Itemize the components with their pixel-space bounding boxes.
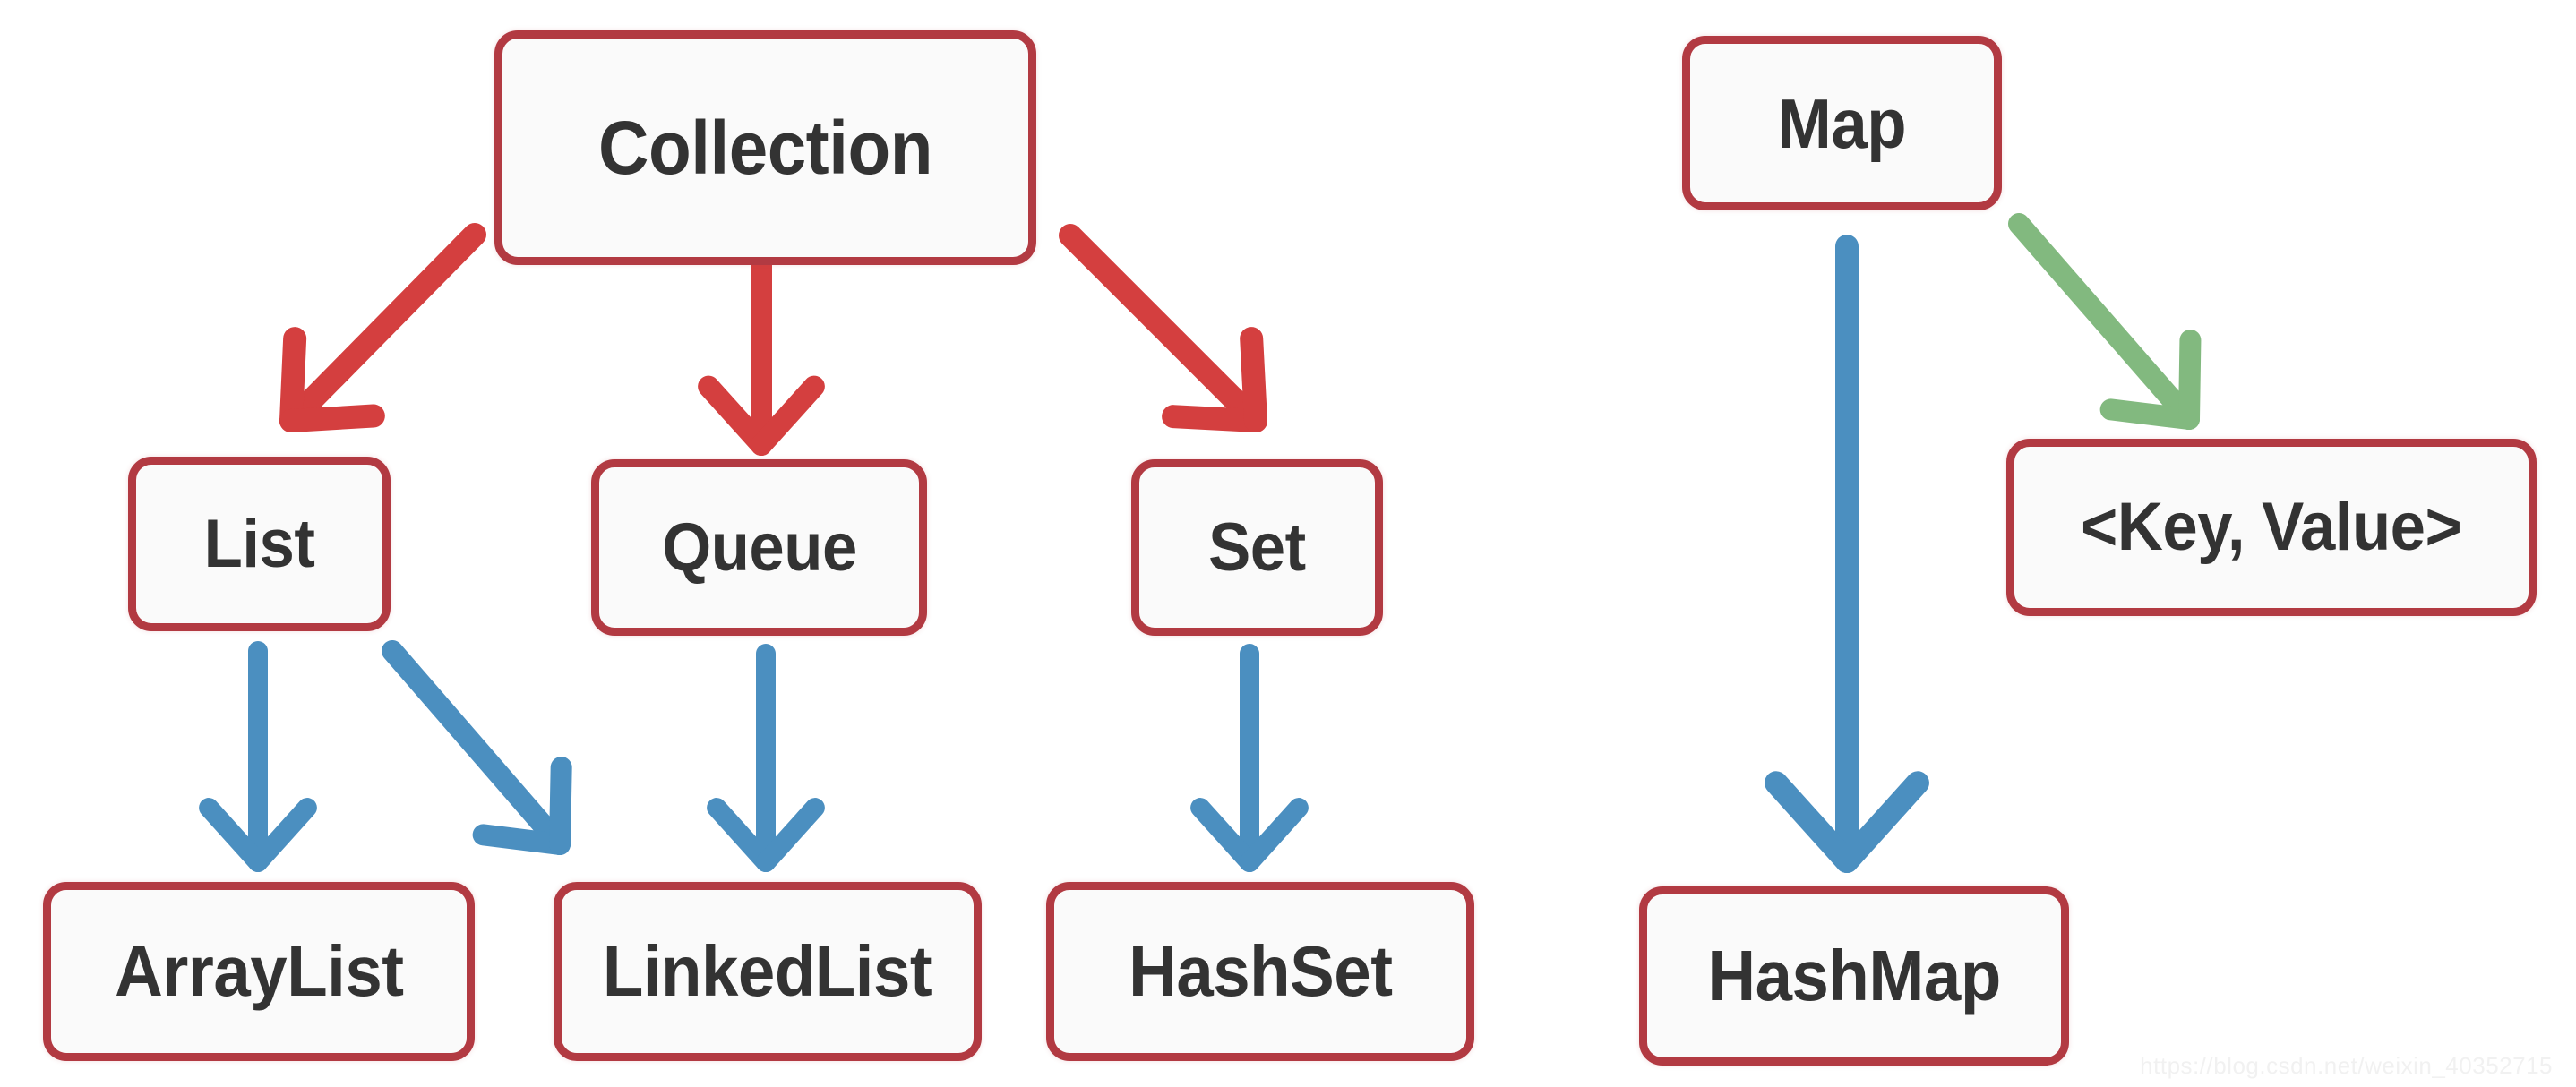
node-keyvalue[interactable]: <Key, Value> [2006,439,2537,616]
edge-map-to-hashmap [1765,235,1929,873]
node-label-collection: Collection [598,106,932,190]
edge-arrowhead-barb-1 [2099,398,2200,430]
node-hashset[interactable]: HashSet [1046,882,1474,1061]
node-map[interactable]: Map [1682,36,2002,210]
edge-arrowhead-barb-2 [1240,798,1309,872]
node-label-map: Map [1777,83,1907,163]
edge-shaft [279,223,486,432]
edge-set-to-hashset [1190,644,1309,872]
edge-arrowhead-barb-1 [279,327,307,432]
edge-arrowhead-barb-1 [1765,771,1859,873]
node-label-queue: Queue [661,509,857,586]
edge-shaft [382,640,571,855]
edge-arrowhead-barb-1 [698,375,772,456]
edge-list-to-arraylist [199,641,317,872]
node-set[interactable]: Set [1131,459,1383,636]
edge-arrowhead-barb-2 [549,757,572,855]
edge-queue-to-linkedlist [707,644,825,872]
edge-map-to-keyvalue [2008,213,2202,430]
edge-collection-to-set [1059,224,1267,432]
edge-arrowhead-barb-1 [707,798,776,872]
edge-arrowhead-barb-2 [1240,327,1267,432]
node-linkedlist[interactable]: LinkedList [554,882,982,1061]
node-label-keyvalue: <Key, Value> [2081,489,2462,565]
edge-arrowhead-barb-1 [472,824,571,855]
node-list[interactable]: List [128,457,391,631]
node-label-hashset: HashSet [1128,931,1393,1011]
node-label-hashmap: HashMap [1707,936,2001,1015]
edge-shaft [1059,224,1267,432]
edge-arrowhead-barb-2 [248,798,317,872]
node-collection[interactable]: Collection [494,30,1036,265]
edge-arrowhead-barb-2 [2178,330,2202,430]
edge-arrowhead-barb-2 [279,404,385,432]
edge-arrowhead-barb-2 [1835,771,1929,873]
edge-arrowhead-barb-1 [1190,798,1259,872]
node-label-linkedlist: LinkedList [603,931,932,1011]
edge-arrowhead-barb-1 [1162,405,1267,432]
watermark-text: https://blog.csdn.net/weixin_40352715 [2140,1052,2553,1079]
node-label-arraylist: ArrayList [114,931,404,1011]
edge-arrowhead-barb-2 [756,798,825,872]
edge-list-to-linkedlist [382,640,572,855]
edge-arrowhead-barb-1 [199,798,268,872]
node-hashmap[interactable]: HashMap [1639,886,2069,1066]
edge-collection-to-list [279,223,486,432]
node-label-list: List [203,505,315,582]
edge-collection-to-queue [698,225,825,456]
edge-arrowhead-barb-2 [751,375,825,456]
node-queue[interactable]: Queue [591,459,927,636]
edge-shaft [2008,213,2200,430]
node-label-set: Set [1208,509,1306,586]
node-arraylist[interactable]: ArrayList [43,882,475,1061]
